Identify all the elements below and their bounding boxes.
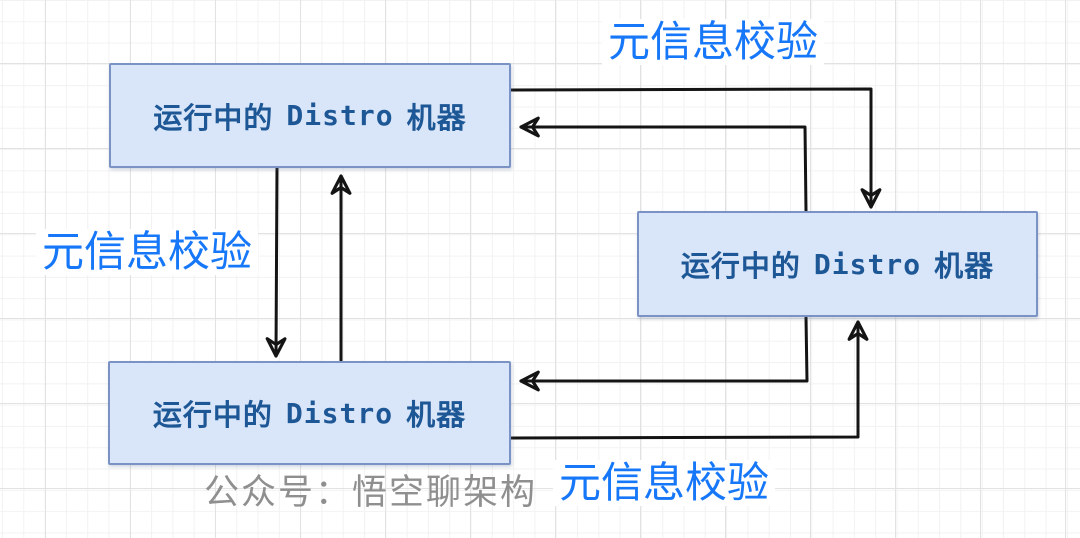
node-label-distro: Distro: [285, 396, 394, 430]
node-label-prefix: 运行中的: [680, 251, 801, 283]
node-label-distro: Distro: [286, 99, 394, 132]
node-label-suffix: 机器: [406, 102, 467, 135]
arrow-right-to-top-left: [519, 116, 808, 213]
arrow-right-to-bottom-left: [519, 315, 809, 392]
node-running-distro-machine-top-left: 运行中的 Distro 机器: [109, 63, 511, 168]
node-label-prefix: 运行中的: [152, 400, 273, 432]
arrow-bottom-left-to-right: [509, 320, 869, 440]
node-running-distro-machine-bottom-left: 运行中的 Distro 机器: [108, 361, 511, 465]
watermark-text: 公众号：悟空聊架构: [204, 473, 538, 512]
node-label-distro: Distro: [813, 247, 922, 281]
edge-label-meta-check-bottom: 元信息校验: [553, 460, 776, 507]
node-label-suffix: 机器: [934, 251, 995, 283]
node-label-suffix: 机器: [406, 400, 467, 432]
edge-label-meta-check-top: 元信息校验: [602, 19, 825, 66]
edge-label-meta-check-left: 元信息校验: [36, 229, 259, 276]
arrow-top-left-to-right: [509, 87, 882, 209]
arrow-top-left-to-bottom-left: [265, 166, 287, 358]
node-label-prefix: 运行中的: [153, 102, 274, 135]
node-running-distro-machine-right: 运行中的 Distro 机器: [637, 211, 1038, 317]
